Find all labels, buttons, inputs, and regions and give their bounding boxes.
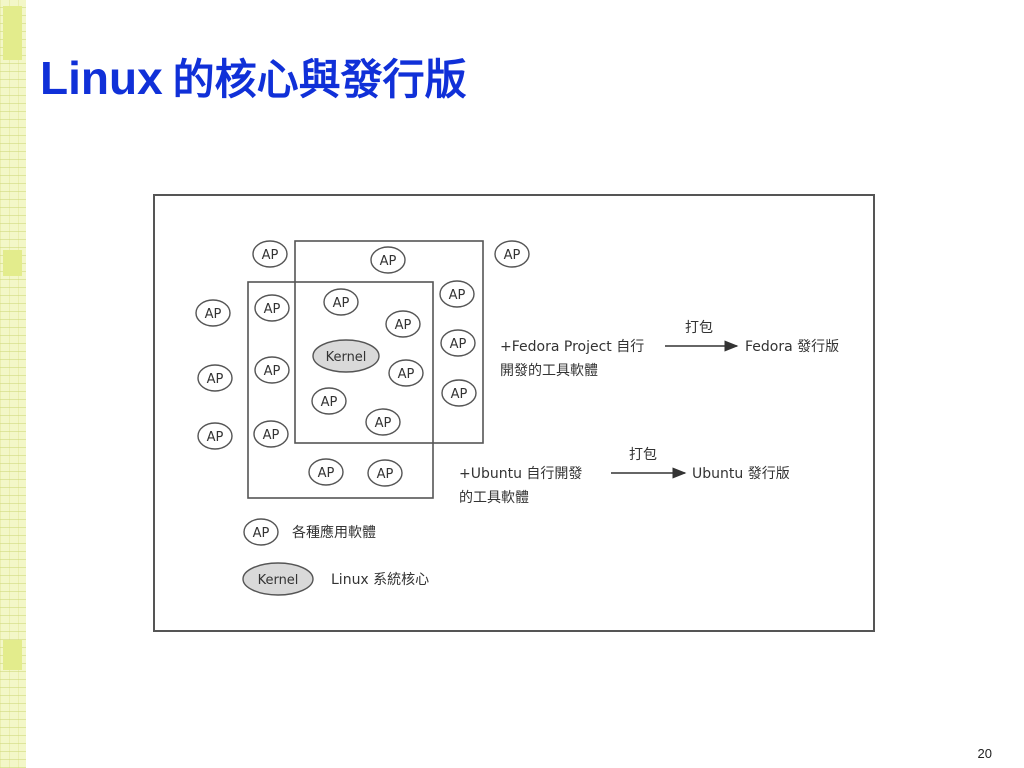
legend-kernel-desc: Linux 系統核心 <box>331 572 429 588</box>
page-number: 20 <box>977 746 992 761</box>
ap-node: AP <box>252 240 288 268</box>
ap-node: AP <box>197 422 233 450</box>
ap-node: AP <box>308 458 344 486</box>
ap-label: AP <box>264 302 281 317</box>
ap-node: AP <box>254 356 290 384</box>
ap-label: AP <box>449 288 466 303</box>
ap-node: AP <box>441 379 477 407</box>
strip-block <box>3 250 22 276</box>
legend-ap-label: AP <box>253 526 270 541</box>
ubuntu-result: Ubuntu 發行版 <box>692 466 790 482</box>
strip-block <box>3 6 22 60</box>
title-cjk: 的核心與發行版 <box>172 55 467 104</box>
ap-label: AP <box>380 254 397 269</box>
fedora-box <box>294 240 484 444</box>
ubuntu-box <box>247 281 434 499</box>
fedora-arrow-label: 打包 <box>685 319 713 336</box>
ap-label: AP <box>375 416 392 431</box>
ap-node: AP <box>197 364 233 392</box>
ap-label: AP <box>205 307 222 322</box>
ap-label: AP <box>262 248 279 263</box>
fedora-result: Fedora 發行版 <box>745 339 839 355</box>
legend-ap: AP 各種應用軟體 <box>243 518 376 546</box>
title-latin: Linux <box>40 52 163 104</box>
ap-label: AP <box>207 372 224 387</box>
ap-node: AP <box>440 329 476 357</box>
strip-block <box>3 640 22 670</box>
legend-kernel-label: Kernel <box>258 573 299 588</box>
ap-label: AP <box>263 428 280 443</box>
ap-label: AP <box>395 318 412 333</box>
ap-node: AP <box>439 280 475 308</box>
kernel-label: Kernel <box>326 350 367 365</box>
fedora-note-line1: +Fedora Project 自行 <box>500 339 644 355</box>
ap-label: AP <box>207 430 224 445</box>
ubuntu-note-line2: 的工具軟體 <box>459 490 529 506</box>
ubuntu-arrow-label: 打包 <box>629 446 657 463</box>
kernel-distribution-diagram: AP AP AP AP AP AP AP AP AP AP AP AP AP AP AP AP AP AP AP K… <box>195 240 839 596</box>
ap-label: AP <box>318 466 335 481</box>
ap-label: AP <box>450 337 467 352</box>
legend-ap-desc: 各種應用軟體 <box>292 524 376 541</box>
ubuntu-note-line1: +Ubuntu 自行開發 <box>459 466 582 482</box>
decorative-side-strip <box>0 0 26 768</box>
ap-node: AP <box>494 240 530 268</box>
ap-node: AP <box>370 246 406 274</box>
ap-node: AP <box>367 459 403 487</box>
ap-node: AP <box>385 310 421 338</box>
kernel-node: Kernel <box>312 339 380 373</box>
ap-label: AP <box>333 296 350 311</box>
diagram-frame: AP AP AP AP AP AP AP AP AP AP AP AP AP AP AP AP AP AP AP K… <box>153 194 875 632</box>
ap-node: AP <box>388 359 424 387</box>
ap-label: AP <box>504 248 521 263</box>
legend-kernel: Kernel Linux 系統核心 <box>242 562 429 596</box>
ap-label: AP <box>321 395 338 410</box>
ap-node: AP <box>253 420 289 448</box>
ap-node: AP <box>311 387 347 415</box>
ap-nodes: AP AP AP AP AP AP AP AP AP AP AP AP AP AP AP AP AP AP AP <box>195 240 530 487</box>
ap-label: AP <box>451 387 468 402</box>
ap-label: AP <box>377 467 394 482</box>
ap-node: AP <box>254 294 290 322</box>
ap-label: AP <box>398 367 415 382</box>
ap-node: AP <box>195 299 231 327</box>
ap-node: AP <box>365 408 401 436</box>
ap-node: AP <box>323 288 359 316</box>
fedora-note-line2: 開發的工具軟體 <box>500 363 598 379</box>
ap-label: AP <box>264 364 281 379</box>
